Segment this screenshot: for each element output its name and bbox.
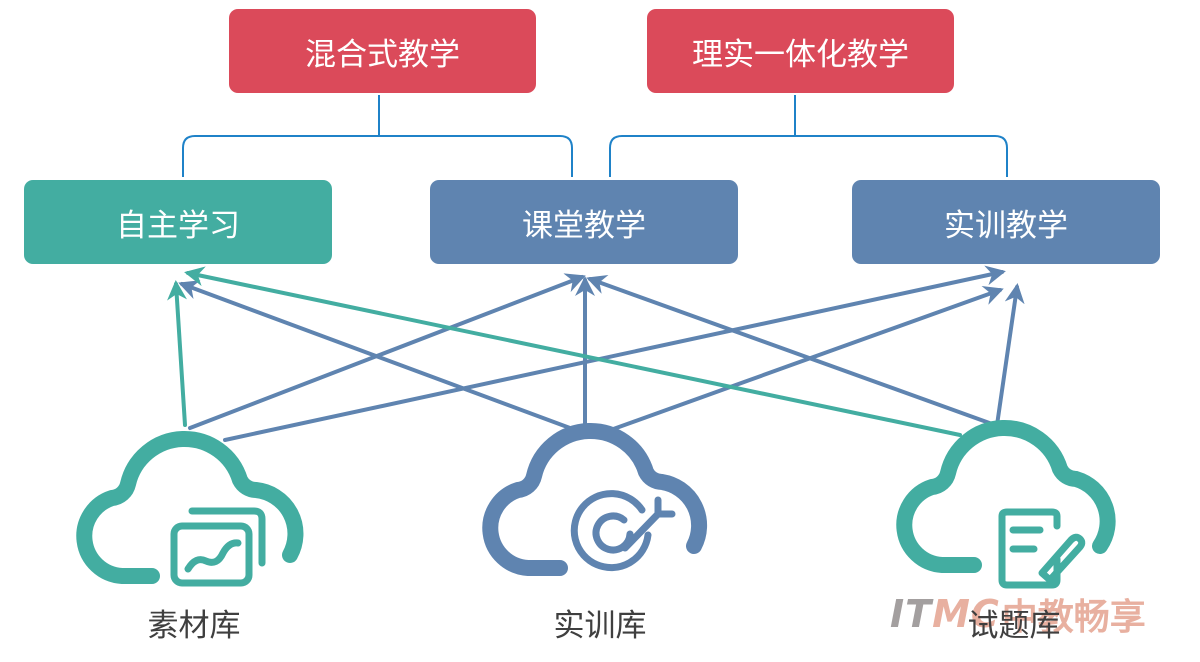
box-practical-training: 实训教学 <box>852 180 1160 264</box>
arrow-question-to-class <box>586 275 997 427</box>
box-classroom-teaching: 课堂教学 <box>430 180 738 264</box>
box-label: 课堂教学 <box>522 207 646 244</box>
arrow-question-to-train <box>995 283 1025 427</box>
box-label: 理实一体化教学 <box>692 36 909 73</box>
arrow-question-to-self <box>184 266 962 437</box>
chart-slides-icon <box>170 507 266 587</box>
box-label: 实训教学 <box>944 207 1068 244</box>
cloud-icon-material <box>76 430 304 584</box>
connector-hybrid-branch <box>182 135 573 177</box>
cloud-icon-question <box>896 419 1116 573</box>
arrow-material-to-self <box>167 280 187 427</box>
watermark-chinese: 中教畅享 <box>1001 597 1146 638</box>
document-pen-icon <box>998 508 1086 589</box>
target-icon <box>570 490 676 572</box>
library-label-question: 试题库 <box>967 608 1061 644</box>
arrow-training-to-self <box>178 280 572 430</box>
watermark-mc: MC <box>932 592 1000 636</box>
library-label-training: 实训库 <box>553 608 647 644</box>
arrow-material-to-train <box>223 265 1006 442</box>
box-self-study: 自主学习 <box>24 180 332 264</box>
arrow-material-to-class <box>188 273 586 430</box>
arrow-training-to-train <box>603 286 1004 434</box>
library-label-material: 素材库 <box>147 608 241 644</box>
box-hybrid-teaching: 混合式教学 <box>229 9 536 93</box>
connector-integrated-branch <box>609 135 1008 177</box>
box-label: 混合式教学 <box>305 36 460 73</box>
cloud-icon-training <box>482 422 708 576</box>
watermark-logo: IT MC 中教畅享 <box>890 588 1146 640</box>
box-label: 自主学习 <box>116 207 240 244</box>
watermark-it: IT <box>890 592 933 636</box>
box-integrated-teaching: 理实一体化教学 <box>647 9 954 93</box>
